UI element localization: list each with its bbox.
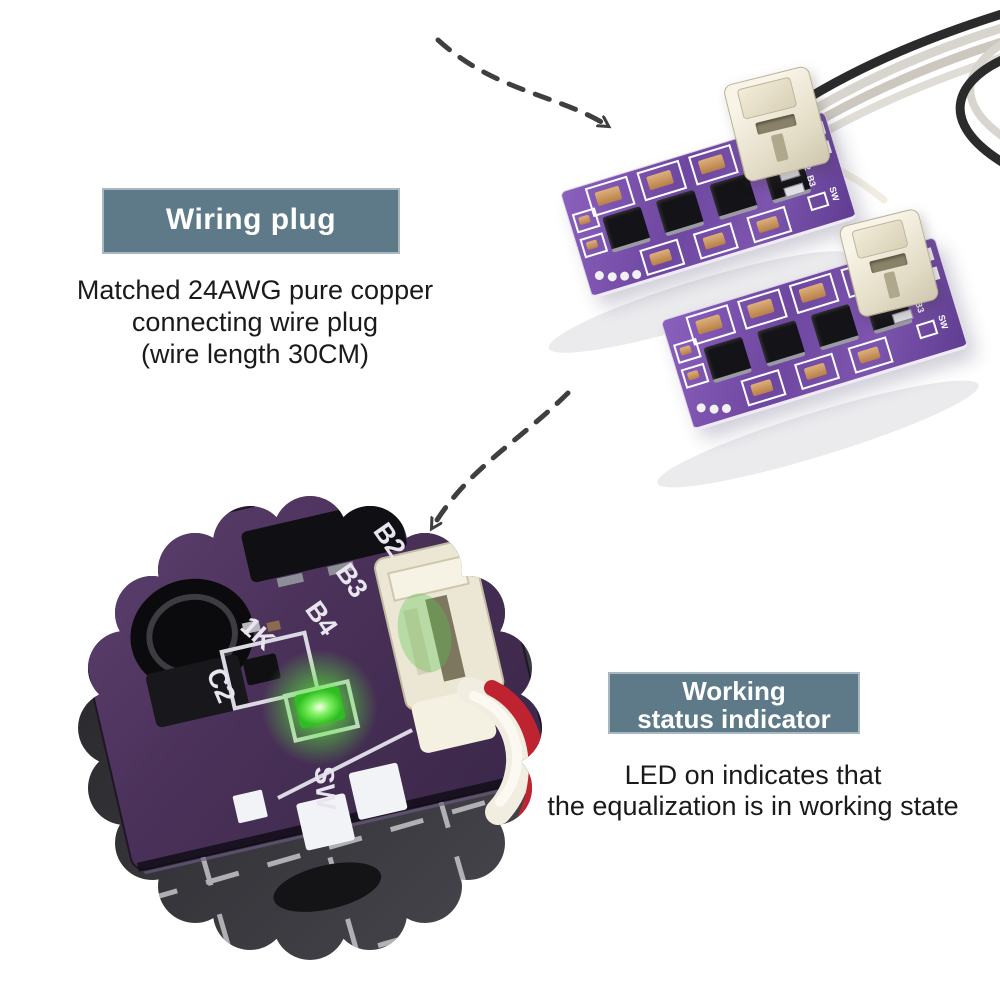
capacitor [680,362,710,389]
round-pad [695,402,707,414]
status-title-line2: status indicator [637,704,831,734]
ic-chip [655,189,705,237]
wiring-desc-line1: Matched 24AWG pure copper [76,275,434,305]
status-led [294,686,346,729]
closeup-connector [373,539,505,753]
silk-sw: SW [309,766,341,812]
capacitor [746,205,793,244]
ic-chip [703,336,753,384]
connector-latch [851,218,909,260]
wire-loop-black [955,55,1000,167]
ic-chip [756,320,806,368]
round-pad [631,268,643,281]
silk-sw: SW [936,313,950,331]
status-desc-line2: the equalization is in working state [547,791,959,821]
board-edge-shadow [273,862,382,912]
round-pad [619,270,631,282]
wiring-desc-line3: (wire length 30CM) [140,339,370,369]
solder-pads [232,762,408,851]
capacitor [793,352,841,391]
ic-chip [810,303,860,351]
silk-b3: B3 [804,173,818,188]
working-status-description: LED on indicates that the equalization i… [528,760,978,822]
ic-chip [602,205,652,254]
status-desc-line1: LED on indicates that [624,760,882,790]
silk-sw: SW [827,185,842,203]
wiring-desc-line2: connecting wire plug [131,307,379,337]
connector-slot [869,253,908,273]
wiring-plug-description: Matched 24AWG pure copper connecting wir… [55,274,455,370]
connector-slot [883,271,901,299]
arrow-to-closeup [429,390,571,528]
connector-slot [755,113,797,135]
working-status-label: Working status indicator [608,672,860,734]
status-title-line1: Working [682,676,786,706]
round-pad [708,403,720,415]
capacitor [639,238,686,277]
wiring-plug-label: Wiring plug [102,188,400,254]
arrow-to-boards [435,37,608,129]
black-component [241,497,407,583]
ic-chip [146,654,249,728]
capacitor [740,369,787,407]
capacitor [847,336,894,374]
round-pad [593,269,605,282]
annotation-arrows [429,37,608,528]
closeup-pcb: B4 B3 B2 1K C2 SW [78,496,542,912]
connector-slot [771,132,790,163]
capacitor [692,222,739,260]
board1-shadow [548,251,852,353]
capacitor [579,232,609,259]
closeup-photo: B4 B3 B2 1K C2 SW [78,496,542,960]
round-pad [606,271,618,283]
board2-shadow [657,380,979,488]
connector-latch [736,76,798,121]
round-pad [720,402,733,415]
